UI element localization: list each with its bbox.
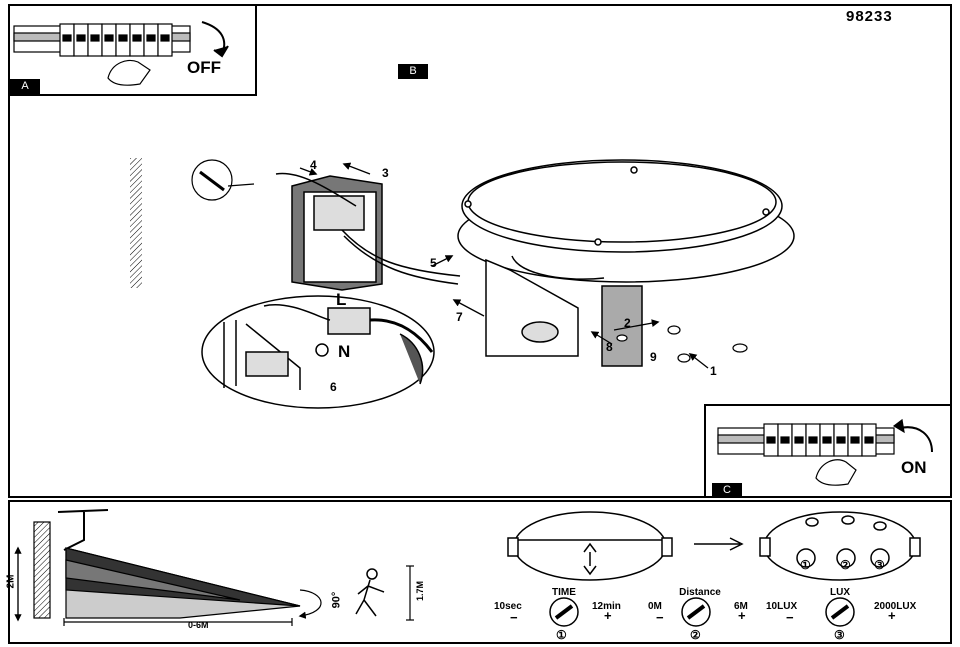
sensor-range-diagram [14, 509, 414, 626]
dial-index-3: ③ [874, 558, 885, 572]
panel-c-tag: C [712, 483, 742, 498]
time-min: 10sec [494, 601, 522, 612]
wall-hatch [130, 158, 142, 288]
panel-b-top-right [257, 4, 952, 98]
angle-label: 90° [330, 591, 343, 609]
panel-a-tag: A [10, 79, 40, 94]
product-code: 98233 [846, 8, 893, 25]
panel-c-breaker [717, 418, 933, 486]
step-6: 6 [330, 380, 337, 394]
wiring-zoom [201, 295, 435, 409]
distance-min: 0M [648, 601, 662, 612]
distance-index: ② [690, 628, 701, 642]
sensor-head-diagram [507, 511, 921, 581]
time-max: 12min [592, 601, 621, 612]
step-4: 4 [310, 158, 317, 172]
panel-b-tag: B [398, 64, 428, 79]
control-dials [549, 597, 855, 627]
step-2: 2 [624, 316, 631, 330]
time-index: ① [556, 628, 567, 642]
step-arrows [299, 162, 709, 369]
distance-plus: + [738, 608, 746, 623]
dial-index-1: ① [800, 558, 811, 572]
lux-max: 2000LUX [874, 601, 917, 612]
lux-index: ③ [834, 628, 845, 642]
lux-plus: + [888, 608, 896, 623]
time-plus: + [604, 608, 612, 623]
small-parts [616, 325, 748, 363]
mounting-box [275, 172, 461, 291]
screw-callout [191, 159, 255, 201]
distance-max: 6M [734, 601, 748, 612]
distance-minus: − [656, 610, 664, 625]
lamp-fixture [457, 159, 795, 367]
step-5: 5 [430, 256, 437, 270]
range-label: 0-6M [188, 620, 209, 630]
dial-index-2: ② [840, 558, 851, 572]
step-7: 7 [456, 310, 463, 324]
step-3: 3 [382, 166, 389, 180]
person-height-label: 1.7M [415, 580, 426, 602]
distance-title: Distance [679, 587, 721, 598]
step-1: 1 [710, 364, 717, 378]
wire-label-live: L [336, 290, 347, 309]
mount-height-label: 2M [5, 574, 17, 589]
lux-min: 10LUX [766, 601, 798, 612]
lux-minus: − [786, 610, 794, 625]
step-9: 9 [650, 350, 657, 364]
panel-a-breaker [13, 21, 229, 86]
panel-c-on-label: ON [901, 458, 927, 477]
panel-a-off-label: OFF [187, 58, 221, 77]
time-title: TIME [552, 587, 576, 598]
walking-person-icon [355, 568, 385, 617]
step-8: 8 [606, 340, 613, 354]
wire-label-neutral: N [338, 342, 351, 361]
time-minus: − [510, 610, 518, 625]
lux-title: LUX [830, 587, 850, 598]
